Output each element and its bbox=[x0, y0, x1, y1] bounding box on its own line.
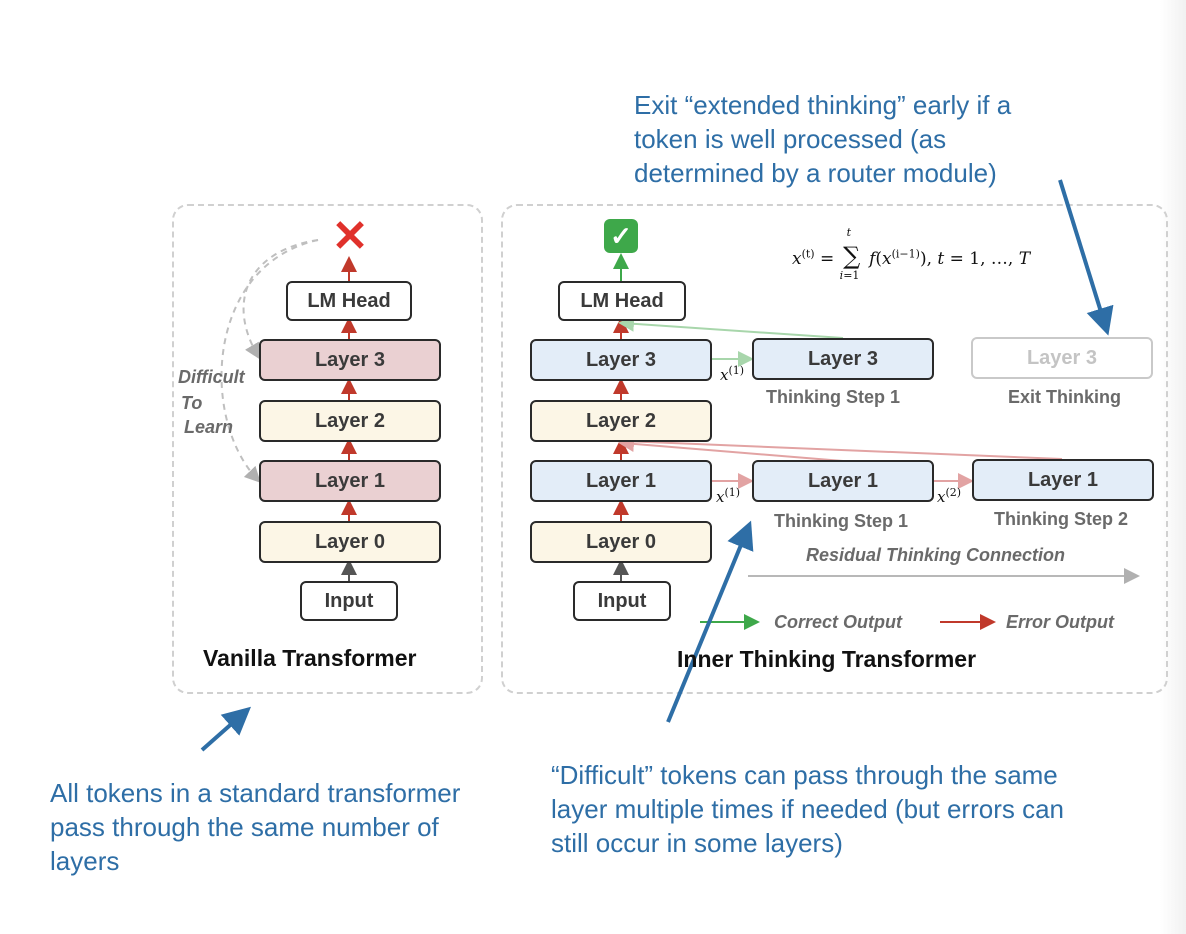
thinking-layer-1-b: Layer 1 bbox=[972, 459, 1154, 501]
page-edge-shadow bbox=[1160, 0, 1186, 934]
x1-label-top: x(1) bbox=[720, 364, 745, 384]
to-label: To bbox=[181, 393, 203, 413]
inner-thinking-title: Inner Thinking Transformer bbox=[677, 646, 977, 672]
vanilla-layer-1: Layer 1 bbox=[259, 460, 441, 502]
vanilla-annotation: All tokens in a standard transformer pas… bbox=[50, 778, 461, 876]
legend-correct-output: Correct Output bbox=[774, 612, 902, 632]
vanilla-layer-0: Layer 0 bbox=[259, 521, 441, 563]
x2-label: x(2) bbox=[937, 486, 962, 506]
exit-thinking-annotation: Exit “extended thinking” early if a toke… bbox=[634, 90, 1012, 188]
difficult-tokens-annotation: “Difficult” tokens can pass through the … bbox=[551, 760, 1065, 858]
vanilla-panel bbox=[172, 204, 483, 694]
inner-input: Input bbox=[573, 581, 671, 621]
learn-label: Learn bbox=[184, 417, 234, 437]
thinking-step-1-top: Thinking Step 1 bbox=[766, 387, 901, 407]
vanilla-lm-head: LM Head bbox=[286, 281, 412, 321]
inner-lm-head: LM Head bbox=[558, 281, 686, 321]
inner-layer-2: Layer 2 bbox=[530, 400, 712, 442]
cross-icon: ✕ bbox=[331, 211, 369, 261]
thinking-step-2: Thinking Step 2 bbox=[994, 509, 1129, 529]
recurrence-formula: x(t) = t ∑ i=1 f(x(i−1)), t = 1, …, T bbox=[792, 226, 1031, 282]
exit-thinking-label: Exit Thinking bbox=[1008, 387, 1122, 407]
exit-layer-3: Layer 3 bbox=[971, 337, 1153, 379]
vanilla-input: Input bbox=[300, 581, 398, 621]
inner-layer-3: Layer 3 bbox=[530, 339, 712, 381]
inner-thinking-panel bbox=[501, 204, 1168, 694]
vanilla-layer-2: Layer 2 bbox=[259, 400, 441, 442]
thinking-step-1-bottom: Thinking Step 1 bbox=[774, 511, 909, 531]
check-icon: ✓ bbox=[604, 219, 638, 253]
x1-label-bottom: x(1) bbox=[716, 486, 741, 506]
vanilla-title: Vanilla Transformer bbox=[203, 645, 417, 671]
thinking-layer-3: Layer 3 bbox=[752, 338, 934, 380]
residual-thinking-label: Residual Thinking Connection bbox=[806, 545, 1066, 565]
legend-error-output: Error Output bbox=[1006, 612, 1114, 632]
difficult-label: Difficult bbox=[178, 367, 245, 387]
inner-layer-1: Layer 1 bbox=[530, 460, 712, 502]
inner-layer-0: Layer 0 bbox=[530, 521, 712, 563]
vanilla-layer-3: Layer 3 bbox=[259, 339, 441, 381]
thinking-layer-1-a: Layer 1 bbox=[752, 460, 934, 502]
